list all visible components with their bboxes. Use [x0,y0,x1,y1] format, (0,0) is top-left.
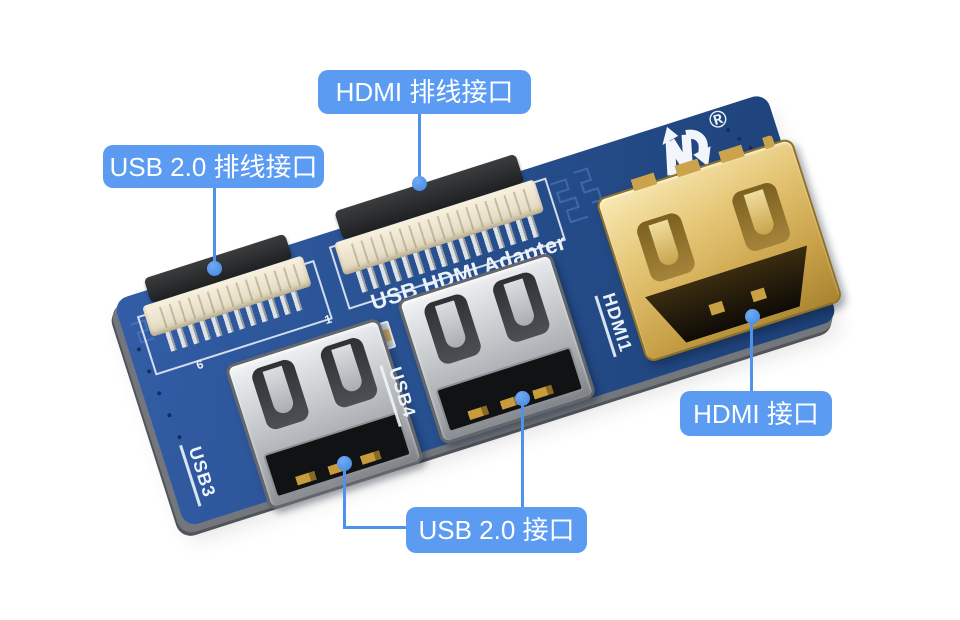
callout-hdmi-ffc: HDMI 排线接口 [318,70,531,114]
leader-dot-hdmi-ffc [412,176,427,191]
leader-line-usb4-port [521,404,524,507]
callout-usb-port: USB 2.0 接口 [406,507,587,553]
leader-line-hdmi-ffc [418,114,421,184]
leader-line-usb3-port [343,526,406,529]
leader-line-hdmi-port [750,322,753,391]
pcb-board: 6 1 [113,92,844,528]
usb-shell-spring [490,270,552,345]
usb-shell-spring [318,335,380,410]
callout-usb-ffc: USB 2.0 排线接口 [103,145,324,188]
callout-hdmi-port: HDMI 接口 [680,391,832,436]
leader-dot-usb3-port [337,456,352,471]
leader-line-usb-ffc [213,188,216,268]
usb-shell-spring [421,291,484,367]
hdmi-shell-spring [729,180,793,254]
hdmi-shell-spring [634,210,698,284]
leader-line-usb3-port [343,469,346,529]
leader-dot-usb-ffc [207,261,222,276]
leader-dot-hdmi-port [745,309,760,324]
usb-shell-spring [249,357,312,432]
leader-dot-usb4-port [515,391,530,406]
